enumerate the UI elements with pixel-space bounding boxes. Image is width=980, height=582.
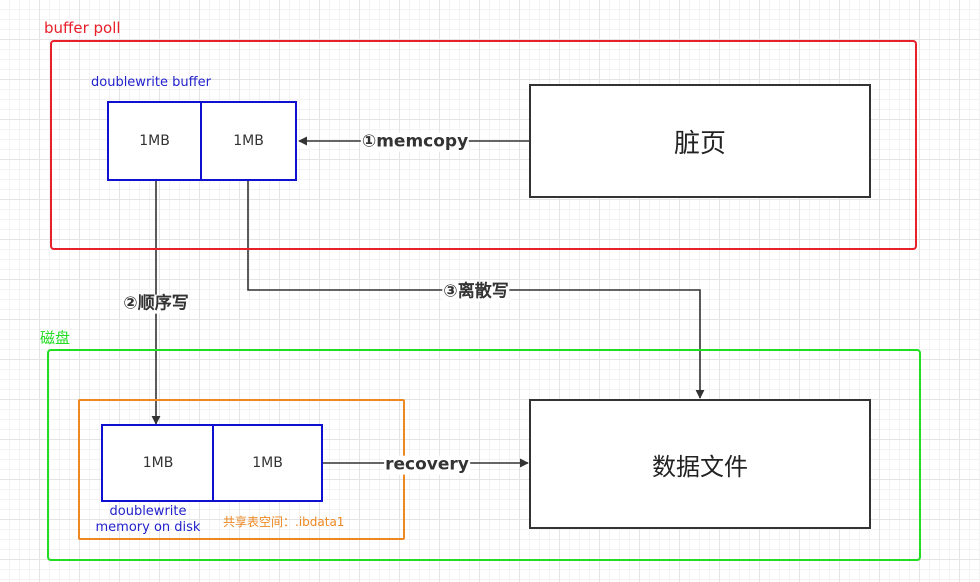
- buffer-pool-title: buffer poll: [44, 19, 121, 37]
- doublewrite-buffer-block-1: 1MB: [107, 101, 202, 181]
- disk-doublewrite-block-2: 1MB: [212, 424, 323, 502]
- disk-region: [47, 349, 921, 561]
- disk-doublewrite-block-1: 1MB: [101, 424, 215, 502]
- dirty-page-node: 脏页: [529, 84, 871, 198]
- doublewrite-buffer-label: doublewrite buffer: [91, 75, 211, 90]
- shared-tablespace-label: 共享表空间：.ibdata1: [223, 515, 345, 529]
- edge-label-discrete-write: ③离散写: [442, 281, 510, 302]
- disk-doublewrite-label-line1: doublewrite: [109, 504, 187, 519]
- doublewrite-buffer-block-2: 1MB: [200, 101, 297, 181]
- edge-label-recovery: recovery: [384, 454, 470, 475]
- disk-doublewrite-label-line2: memory on disk: [95, 520, 201, 535]
- buffer-pool-region: [50, 40, 917, 250]
- data-file-node: 数据文件: [529, 399, 871, 529]
- edge-label-memcopy: ①memcopy: [360, 131, 470, 152]
- disk-title: 磁盘: [40, 329, 71, 347]
- edge-label-sequential-write: ②顺序写: [122, 293, 190, 314]
